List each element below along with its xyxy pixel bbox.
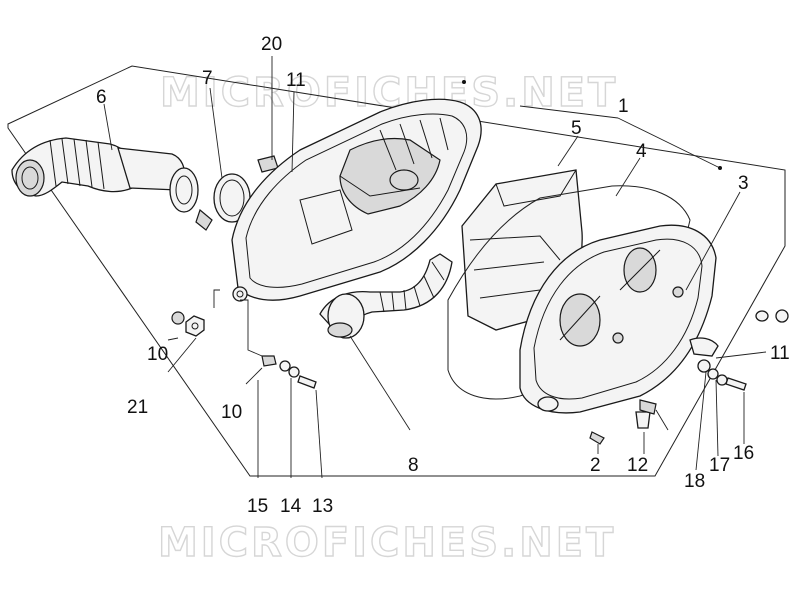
drain-plug — [635, 399, 657, 429]
callout-11-top: 11 — [286, 70, 306, 91]
leader-lines — [103, 56, 767, 479]
callout-4: 4 — [636, 141, 647, 162]
hose-clamp — [195, 173, 251, 231]
callout-3: 3 — [738, 173, 749, 194]
callout-19: 20 — [261, 34, 282, 55]
callout-11-right: 11 — [770, 343, 790, 364]
nut-20 — [185, 315, 205, 337]
callout-6: 6 — [96, 87, 107, 108]
watermark-top: MICROFICHES.NET — [160, 70, 618, 116]
hose-fitting-right — [755, 309, 789, 323]
screw-2 — [589, 431, 605, 445]
callout-2: 2 — [590, 455, 601, 476]
watermark-bottom: MICROFICHES.NET — [158, 520, 616, 566]
callout-13: 13 — [312, 496, 333, 517]
callout-7: 7 — [202, 68, 213, 89]
washers-right — [697, 359, 747, 391]
breather-hose — [319, 253, 453, 339]
washers-15-14 — [279, 360, 300, 378]
fastener-10-bottom — [261, 355, 277, 367]
callout-12: 12 — [627, 455, 648, 476]
callout-17: 17 — [709, 455, 730, 476]
intake-duct — [11, 137, 199, 213]
screw-13 — [297, 375, 317, 389]
callout-20: 21 — [127, 397, 148, 418]
screw-3 — [612, 286, 684, 344]
air-filter-cover — [519, 224, 719, 414]
callout-labels: 20 7 11 6 1 5 4 3 10 11 21 10 16 8 2 12 … — [96, 34, 790, 517]
callout-8: 8 — [408, 455, 419, 476]
fastener-10-left — [171, 311, 185, 325]
callout-15: 15 — [247, 496, 268, 517]
callout-10-bottom: 10 — [221, 402, 242, 423]
callout-1: 1 — [618, 96, 629, 117]
callout-5: 5 — [571, 118, 582, 139]
callout-14: 14 — [280, 496, 302, 517]
callout-18: 18 — [684, 471, 705, 492]
air-filter-rear-housing — [231, 98, 482, 302]
callout-10-left: 10 — [147, 344, 168, 365]
callout-16: 16 — [733, 443, 754, 464]
